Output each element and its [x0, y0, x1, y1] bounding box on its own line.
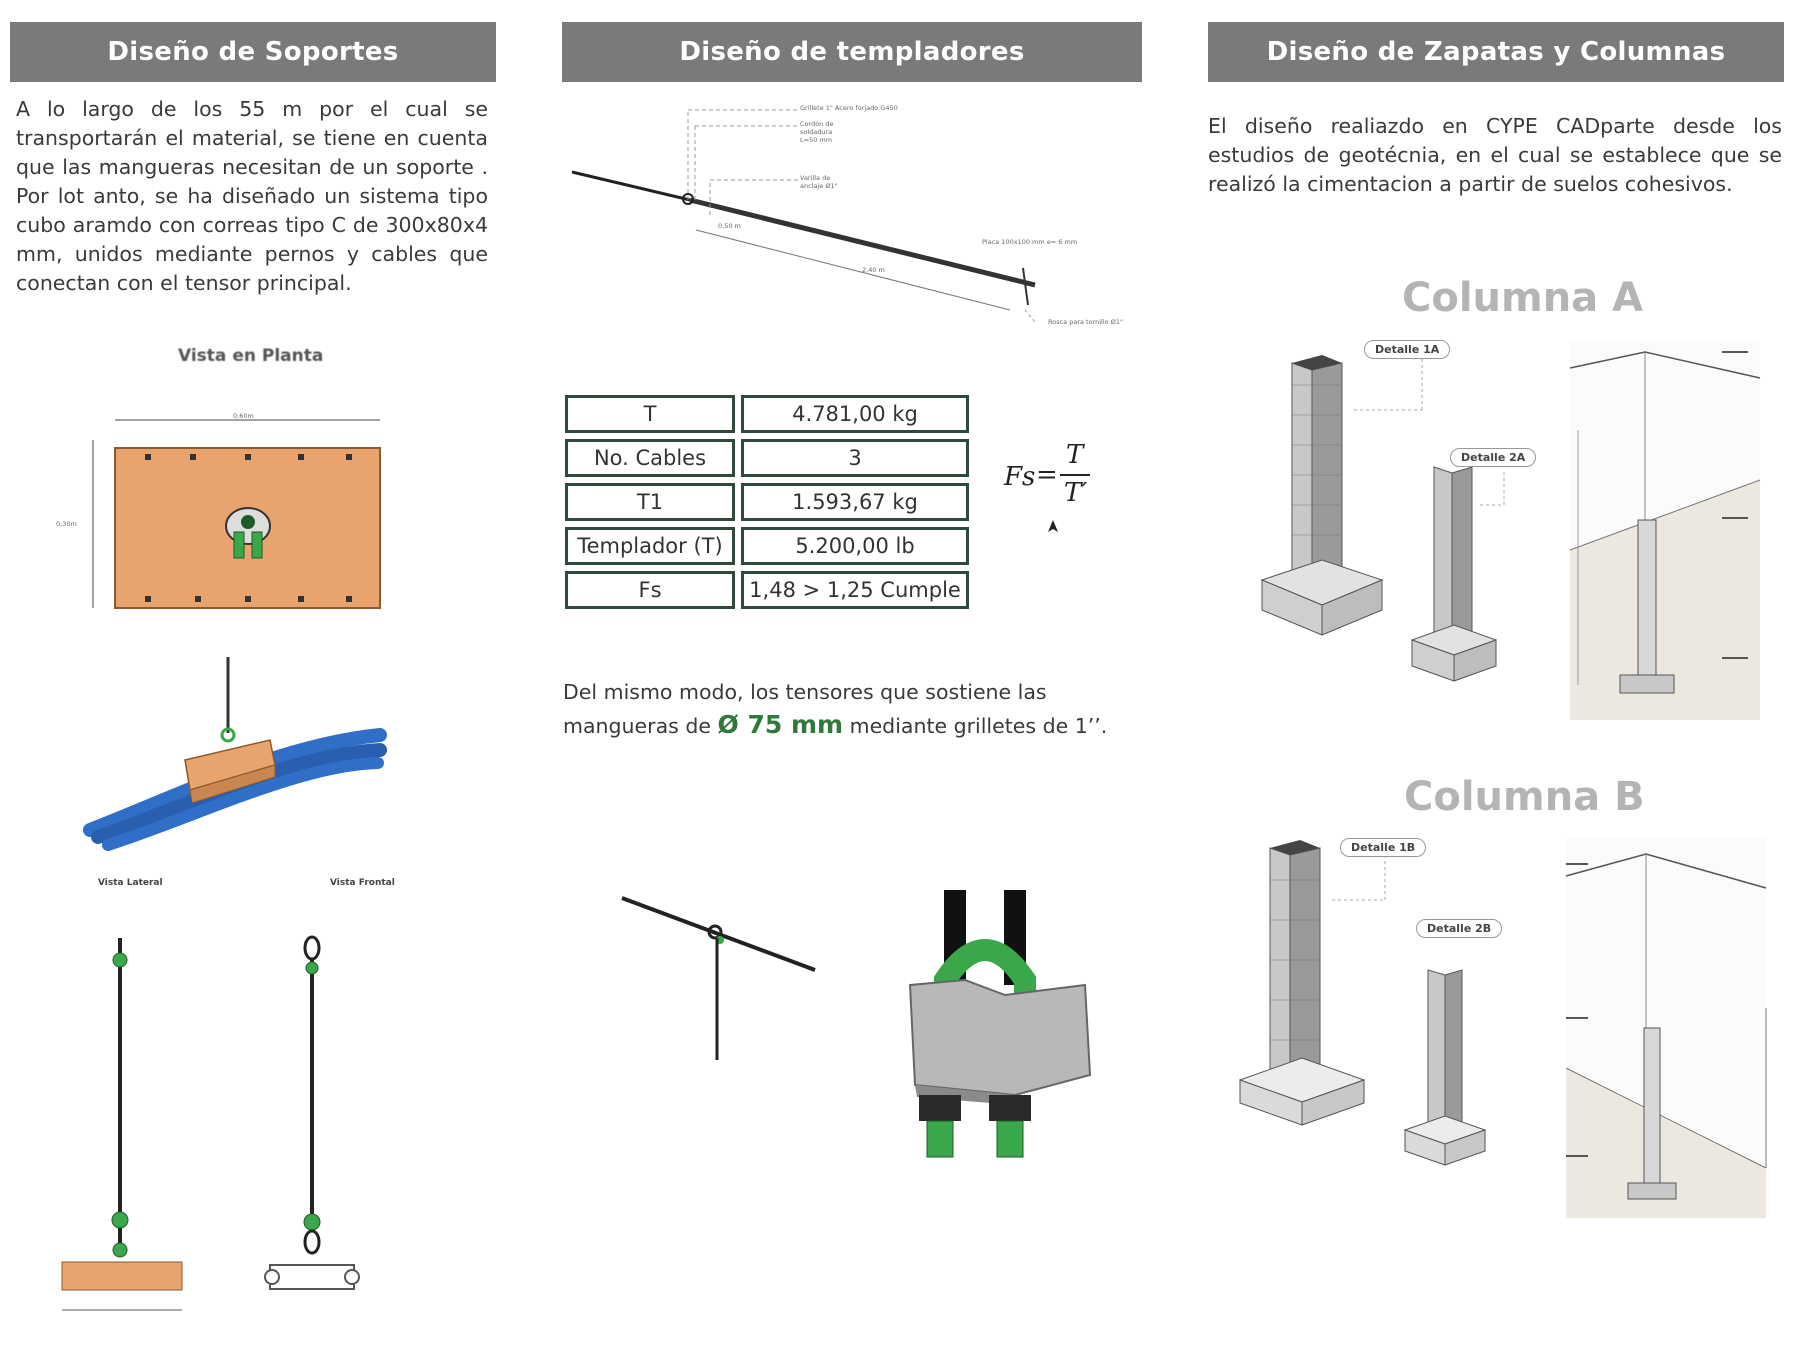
header-zapatas: Diseño de Zapatas y Columnas	[1208, 22, 1784, 82]
front-view-label: Vista Frontal	[330, 878, 395, 888]
hose-blue-3	[102, 757, 384, 851]
templadores-bottom-line-1: Del mismo modo, los tensores que sostien…	[563, 680, 1047, 704]
bottom-text-2b: mediante grilletes de 1’’.	[849, 714, 1108, 738]
tensor-rod	[689, 197, 1036, 288]
tensor-note-2: Cordón de soldadura L=50 mm	[800, 120, 834, 144]
tensor-cable	[571, 170, 691, 202]
column-a-title: Columna A	[1402, 275, 1644, 321]
table-row-2-value: 1.593,67 kg	[741, 483, 969, 521]
tensor-small-3d	[621, 896, 816, 1060]
plan-view-drawing	[92, 419, 381, 609]
templadores-bottom-line-2: mangueras de Ø 75 mm mediante grilletes …	[563, 710, 1123, 741]
table-row-3-value: 5.200,00 lb	[741, 527, 969, 565]
soportes-paragraph: A lo largo de los 55 m por el cual se tr…	[16, 97, 488, 295]
cursor-arrow-icon	[1048, 520, 1058, 532]
tensor-note-3: Varilla de anclaje Ø1"	[800, 174, 838, 190]
zapatas-paragraph: El diseño realiazdo en CYPE CADparte des…	[1208, 114, 1782, 196]
clip-u-bolt	[934, 939, 1036, 1045]
wire-rope-clip-3d	[908, 890, 1092, 1158]
table-row-3-label: Templador (T)	[565, 527, 735, 565]
column-b-title: Columna B	[1404, 774, 1645, 820]
column-a-3d	[1260, 355, 1505, 682]
header-soportes-title: Diseño de Soportes	[107, 37, 399, 67]
formula-eq: =	[1036, 460, 1058, 490]
tensor-dim-1: 0,50 m	[718, 222, 741, 230]
formula-denominator: T′	[1064, 478, 1088, 508]
tensor-note-1: Grillete 1" Acero forjado G450	[800, 104, 898, 112]
table-row-1-label: No. Cables	[565, 439, 735, 477]
formula-numerator: T	[1066, 440, 1084, 470]
plan-view-shackle	[225, 507, 271, 559]
header-templadores-title: Diseño de templadores	[679, 37, 1025, 67]
bottom-text-2a: mangueras de	[563, 714, 711, 738]
header-templadores: Diseño de templadores	[562, 22, 1142, 82]
tag-detalle-2a: Detalle 2A	[1450, 448, 1537, 467]
header-soportes: Diseño de Soportes	[10, 22, 496, 82]
column-a-section	[1569, 340, 1761, 720]
tensor-diagram	[571, 109, 1036, 323]
header-zapatas-title: Diseño de Zapatas y Columnas	[1266, 37, 1726, 67]
column-b-3d	[1238, 840, 1487, 1166]
formula-lhs: Fs	[1004, 462, 1036, 492]
plan-view-label: Vista en Planta	[178, 346, 324, 366]
tensor-note-5: Rosca para tornillo Ø1"	[1048, 318, 1123, 326]
side-view-label: Vista Lateral	[98, 878, 163, 888]
table-row-0-label: T	[565, 395, 735, 433]
tag-detalle-1a: Detalle 1A	[1364, 340, 1451, 359]
table-row-4-label: Fs	[565, 571, 735, 609]
plan-view-bolts	[145, 454, 352, 602]
tag-detalle-1b: Detalle 1B	[1340, 838, 1427, 857]
clip-saddle	[908, 978, 1092, 1097]
column-b-section	[1565, 838, 1767, 1218]
side-view-drawing	[61, 938, 183, 1311]
formula-fraction-bar	[1060, 474, 1090, 476]
table-row-2-label: T1	[565, 483, 735, 521]
support-3d-drawing	[83, 657, 387, 851]
tensor-note-4: Placa 100x100 mm e= 6 mm	[982, 238, 1078, 246]
table-row-4-value: 1,48 > 1,25 Cumple	[741, 571, 969, 609]
front-view-drawing	[264, 935, 360, 1290]
side-view-beam	[61, 1261, 183, 1291]
tensor-dim-2: 2,40 m	[862, 266, 885, 274]
bottom-text-bold: Ø 75 mm	[717, 710, 844, 739]
tag-detalle-2b: Detalle 2B	[1416, 919, 1503, 938]
plan-dim-left: 0,30m	[56, 520, 77, 528]
table-row-0-value: 4.781,00 kg	[741, 395, 969, 433]
front-view-pipe	[269, 1264, 355, 1290]
table-row-1-value: 3	[741, 439, 969, 477]
plan-dim-top: 0,60m	[233, 412, 254, 420]
